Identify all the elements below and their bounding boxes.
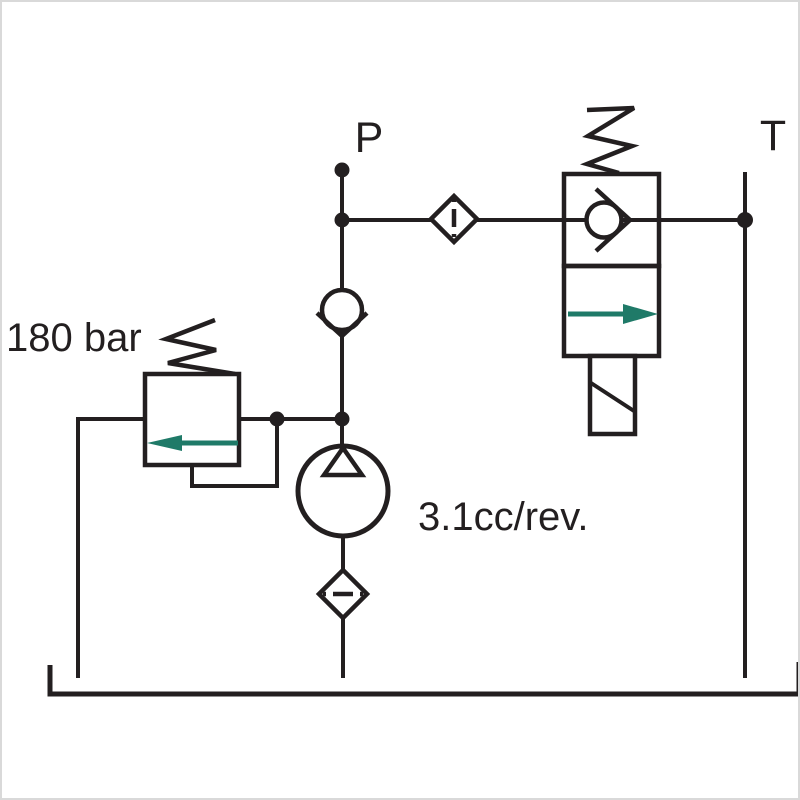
relief-drain-line xyxy=(76,417,145,678)
junction-dots xyxy=(269,162,753,427)
check-valve-seat-icon xyxy=(315,311,369,340)
relief-spring-icon xyxy=(158,317,236,377)
solenoid-coil-icon xyxy=(587,353,638,437)
suction-strainer xyxy=(315,535,371,678)
pump xyxy=(295,443,391,539)
pump-circle-icon xyxy=(295,443,391,539)
valve-check-ball-icon xyxy=(584,200,624,240)
pilot-junction-dot xyxy=(269,411,285,427)
relief-arrow-head xyxy=(147,435,182,451)
p-filter-junction-dot xyxy=(334,212,350,228)
valve-check-seat-icon xyxy=(594,187,634,253)
tank-outline xyxy=(47,662,798,697)
pump-displacement-label: 3.1cc/rev. xyxy=(418,495,588,539)
flow-arrow-head xyxy=(623,304,658,324)
pressure-relief-valve xyxy=(142,317,279,488)
t-junction-dot xyxy=(737,212,753,228)
pressure-filter xyxy=(427,192,481,246)
check-valve xyxy=(315,287,369,340)
check-valve-ball-icon xyxy=(319,287,365,333)
port-p-terminal-dot xyxy=(334,162,350,178)
port-p-label: P xyxy=(355,114,384,162)
tank-symbol xyxy=(47,662,798,697)
pilot-line xyxy=(190,421,279,488)
pump-flow-triangle-icon xyxy=(319,444,367,478)
solenoid-diagonal xyxy=(589,381,636,413)
solenoid-valve xyxy=(561,105,662,437)
pump-outlet-junction-dot xyxy=(334,411,350,427)
spring-icon xyxy=(580,105,640,176)
relief-valve-box xyxy=(142,371,242,468)
port-t-label: T xyxy=(760,112,786,160)
relief-pressure-label: 180 bar xyxy=(6,316,142,360)
